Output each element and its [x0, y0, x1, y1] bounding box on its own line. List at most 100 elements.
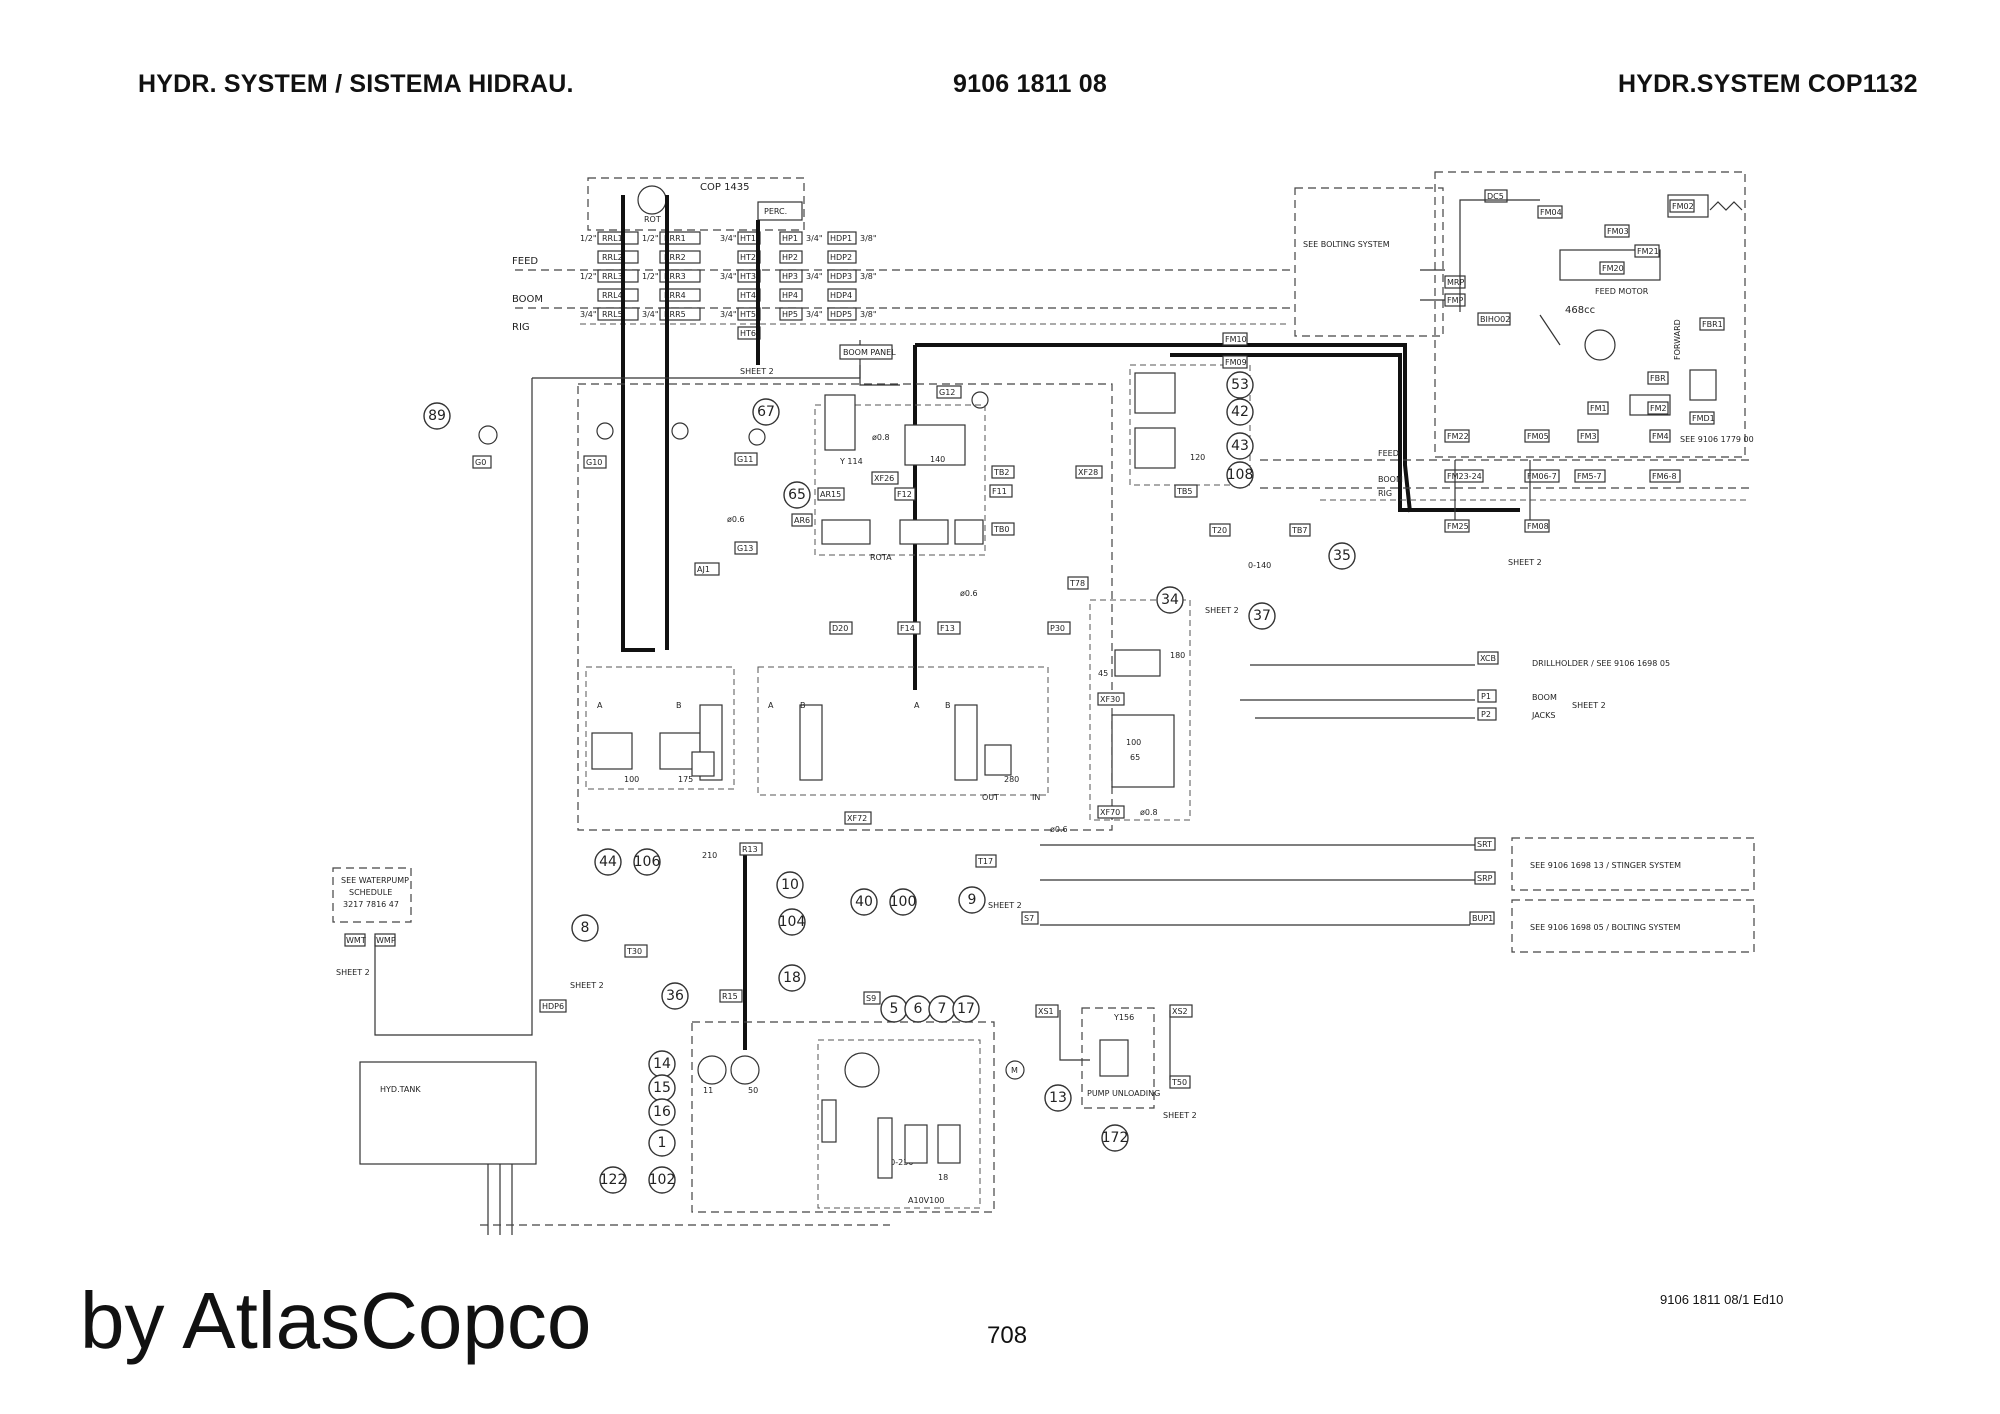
port-tag: HDP4 [830, 291, 852, 300]
port-tag: HT3 [740, 272, 756, 281]
drillholder-reference: DRILLHOLDER / SEE 9106 1698 05 [1532, 659, 1670, 668]
port-tag-xf28: XF28 [1078, 468, 1098, 477]
port-size: 1/2" [642, 272, 659, 281]
port-tag-f12: F12 [897, 490, 912, 499]
pump-cylinder [877, 1117, 893, 1179]
port-tag-fm1: FM1 [1590, 404, 1607, 413]
port-size: 3/4" [580, 310, 597, 319]
port-tag-xf70: XF70 [1100, 808, 1120, 817]
rig-line-label-right: RIG [1378, 489, 1392, 498]
port-tag-s9: S9 [866, 994, 876, 1003]
pump-unloading-label: PUMP UNLOADING [1087, 1089, 1160, 1098]
port-tag-xf30: XF30 [1100, 695, 1120, 704]
brand-watermark: by AtlasCopco [80, 1276, 592, 1365]
port-tag: HP4 [782, 291, 798, 300]
port-tag-fm25: FM25 [1447, 522, 1469, 531]
pressure-range-label: 0-140 [1248, 561, 1271, 570]
waterpump-text-line3: 3217 7816 47 [343, 900, 399, 909]
sheet2-label: SHEET 2 [1572, 701, 1606, 710]
feed-line-label-right: FEED [1378, 449, 1399, 458]
port-tag-p2: P2 [1481, 710, 1491, 719]
gauge-icon [671, 422, 689, 440]
port-tag: RRR5 [664, 310, 686, 319]
port-tag-fm22: FM22 [1447, 432, 1469, 441]
sheet2-label: SHEET 2 [988, 901, 1022, 910]
port-tag: RRL1 [602, 234, 623, 243]
bubble-13: 13 [1049, 1090, 1067, 1106]
port-tag: RRR1 [664, 234, 686, 243]
port-tag-p1: P1 [1481, 692, 1491, 701]
waterpump-text-line2: SCHEDULE [349, 888, 392, 897]
orifice-label: ø0.8 [1140, 808, 1158, 817]
setting-label: 175 [678, 775, 693, 784]
setting-label: 18 [938, 1173, 948, 1182]
sheet2-label: SHEET 2 [1205, 606, 1239, 615]
port-size: 1/2" [580, 234, 597, 243]
feed-motor-block [1434, 171, 1746, 458]
feed-valve-block [1089, 599, 1191, 821]
rot-label: ROT [644, 215, 661, 224]
pump-unloading-block [1081, 1007, 1155, 1109]
bubble-172: 172 [1102, 1130, 1129, 1146]
valve-section-b [757, 666, 1049, 796]
port-tag-ar15: AR15 [820, 490, 841, 499]
waterpump-text-line1: SEE WATERPUMP [341, 876, 409, 885]
port-tag-wmp: WMP [376, 936, 396, 945]
setting-label: 140 [930, 455, 945, 464]
gear-pump-symbol [697, 1055, 727, 1085]
sheet2-label: SHEET 2 [740, 367, 774, 376]
port-tag: HT1 [740, 234, 756, 243]
pump-control-valve [937, 1124, 961, 1164]
port-tag-fm10: FM10 [1225, 335, 1247, 344]
svg-text:A: A [597, 701, 603, 710]
waterpump-reference-box [332, 867, 412, 923]
solenoid-label: Y 114 [839, 457, 863, 466]
port-size: 3/4" [806, 234, 823, 243]
bolting-reference-box [1511, 899, 1755, 953]
port-tag-xs2: XS2 [1172, 1007, 1188, 1016]
wave-icon [1709, 201, 1743, 211]
bubble-14: 14 [653, 1056, 671, 1072]
port-size: 3/4" [720, 272, 737, 281]
port-tag: HDP3 [830, 272, 852, 281]
main-pump-symbol [844, 1052, 880, 1088]
sheet2-label: SHEET 2 [1508, 558, 1542, 567]
pump-model-label: A10V100 [908, 1196, 944, 1205]
feed-port-tags: FM10 FM09 FM22 FM23-24 FM25 FM05 FM06-7 … [1222, 189, 1725, 533]
setting-label: 210-230 [880, 1158, 913, 1167]
port-tag: HDP1 [830, 234, 852, 243]
setting-label: 50 [748, 1086, 758, 1095]
port-tag: HT5 [740, 310, 756, 319]
port-tag-g12: G12 [939, 388, 955, 397]
port-tag-tb0: TB0 [993, 525, 1009, 534]
port-tag-bup1: BUP1 [1472, 914, 1493, 923]
svg-text:B: B [945, 701, 951, 710]
setting-label: 210 [702, 851, 717, 860]
bubble-40: 40 [855, 894, 873, 910]
port-size: 3/4" [806, 310, 823, 319]
port-tag: RRR3 [664, 272, 686, 281]
page-number: 708 [987, 1322, 1028, 1349]
hyd-tank-label: HYD.TANK [380, 1085, 421, 1094]
bubble-8: 8 [581, 920, 590, 936]
electric-motor-symbol [1005, 1060, 1025, 1080]
pump-control-valve [904, 1124, 928, 1164]
reference-note: SEE 9106 1779 00 [1680, 435, 1754, 444]
stinger-reference: SEE 9106 1698 13 / STINGER SYSTEM [1530, 861, 1681, 870]
header-left-title: HYDR. SYSTEM / SISTEMA HIDRAU. [138, 70, 574, 98]
setting-label: 280 [1004, 775, 1019, 784]
port-tag: HP3 [782, 272, 798, 281]
port-tag-xcb: XCB [1480, 654, 1496, 663]
bubble-6: 6 [914, 1001, 923, 1017]
port-tag: HDP5 [830, 310, 852, 319]
port-size: 3/8" [860, 234, 877, 243]
bubble-37: 37 [1253, 608, 1271, 624]
bubble-108: 108 [1227, 467, 1254, 483]
rotation-valve-block [814, 404, 986, 556]
left-port-table: 1/2" RRL1 1/2" RRR1 RRL2 RRR2 1/2" RRL3 … [580, 231, 701, 321]
orifice-label: ø0.6 [1050, 825, 1068, 834]
port-tag-g11: G11 [737, 455, 753, 464]
setting-label: 45 [1098, 669, 1108, 678]
bubble-36: 36 [666, 988, 684, 1004]
